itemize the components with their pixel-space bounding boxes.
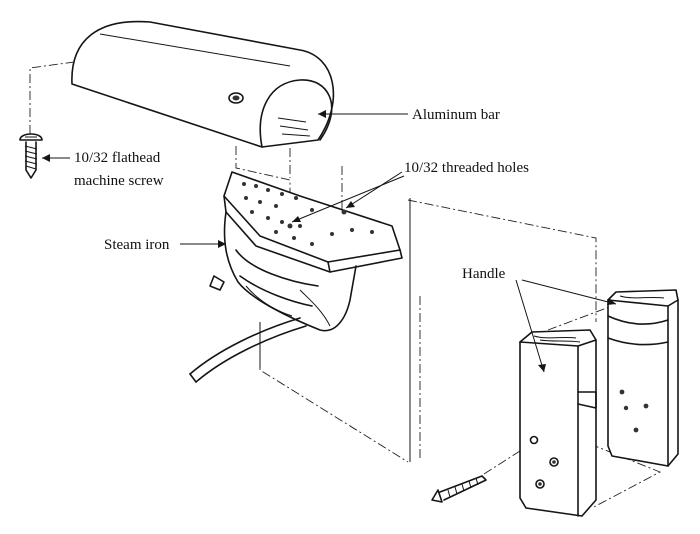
label-aluminum-bar: Aluminum bar xyxy=(412,107,500,123)
wood-screw xyxy=(431,475,487,503)
label-threaded-holes: 10/32 threaded holes xyxy=(404,160,529,176)
label-screw-line1: 10/32 flathead xyxy=(74,150,161,166)
handle-back-piece xyxy=(607,289,679,467)
label-screw-line2: machine screw xyxy=(74,173,164,189)
soleplate-vent-holes xyxy=(242,182,374,246)
label-steam-iron: Steam iron xyxy=(104,237,170,253)
label-handle: Handle xyxy=(462,266,506,282)
flathead-machine-screw xyxy=(19,133,43,179)
mounting-plane-outline xyxy=(259,198,411,462)
handle-front-piece xyxy=(519,329,597,517)
leader-lines xyxy=(42,110,617,373)
aluminum-bar xyxy=(71,20,335,148)
steam-iron xyxy=(189,171,403,383)
labels: Aluminum bar 10/32 threaded holes 10/32 … xyxy=(74,107,529,282)
